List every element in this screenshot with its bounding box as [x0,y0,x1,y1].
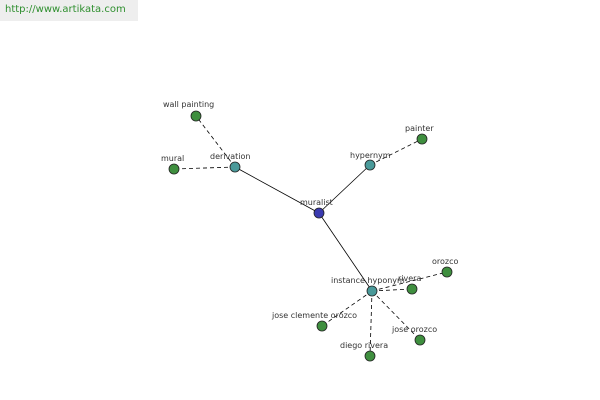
edge-instance-hyponym-to-jose-orozco [371,290,421,341]
node-painter[interactable] [416,133,428,145]
node-label-diego-rivera: diego rivera [340,341,388,350]
node-label-muralist: muralist [300,198,333,207]
site-url-link[interactable]: http://www.artikata.com [5,4,126,15]
edge-derivation-to-mural [173,166,236,170]
edge-instance-hyponym-to-rivera [371,288,413,292]
node-jose-orozco[interactable] [414,334,426,346]
edge-instance-hyponym-to-orozco [371,271,448,292]
node-label-wall-painting: wall painting [163,100,214,109]
node-jose-clemente-orozco[interactable] [316,320,328,332]
edges-layer [173,115,448,357]
node-mural[interactable] [168,163,180,175]
node-derivation[interactable] [229,161,241,173]
node-diego-rivera[interactable] [364,350,376,362]
edge-instance-hyponym-to-jose-clemente-orozco [321,290,373,327]
node-label-rivera: rivera [398,274,421,283]
labels-layer: muralist derivation hypernym instance hypon… [161,100,459,350]
node-label-mural: mural [161,154,184,163]
edge-muralist-to-derivation [234,166,320,214]
nodes-layer [168,110,453,362]
node-label-orozco: orozco [432,257,459,266]
node-orozco[interactable] [441,266,453,278]
node-label-jose-clemente-orozco: jose clemente orozco [271,311,357,320]
edge-instance-hyponym-to-diego-rivera [369,290,373,357]
edge-hypernym-to-painter [369,138,423,166]
edge-derivation-to-wall-painting [195,115,236,168]
node-label-instance-hyponym: instance hyponym [331,276,405,285]
node-instance-hyponym[interactable] [366,285,378,297]
node-label-jose-orozco: jose orozco [391,325,437,334]
node-hypernym[interactable] [364,159,376,171]
url-header: http://www.artikata.com [0,0,138,21]
node-label-derivation: derivation [210,152,250,161]
edge-muralist-to-instance-hyponym [318,212,373,292]
node-label-painter: painter [405,124,434,133]
node-muralist[interactable] [313,207,325,219]
edge-muralist-to-hypernym [318,164,371,214]
node-wall-painting[interactable] [190,110,202,122]
node-label-hypernym: hypernym [350,151,391,160]
node-rivera[interactable] [406,283,418,295]
